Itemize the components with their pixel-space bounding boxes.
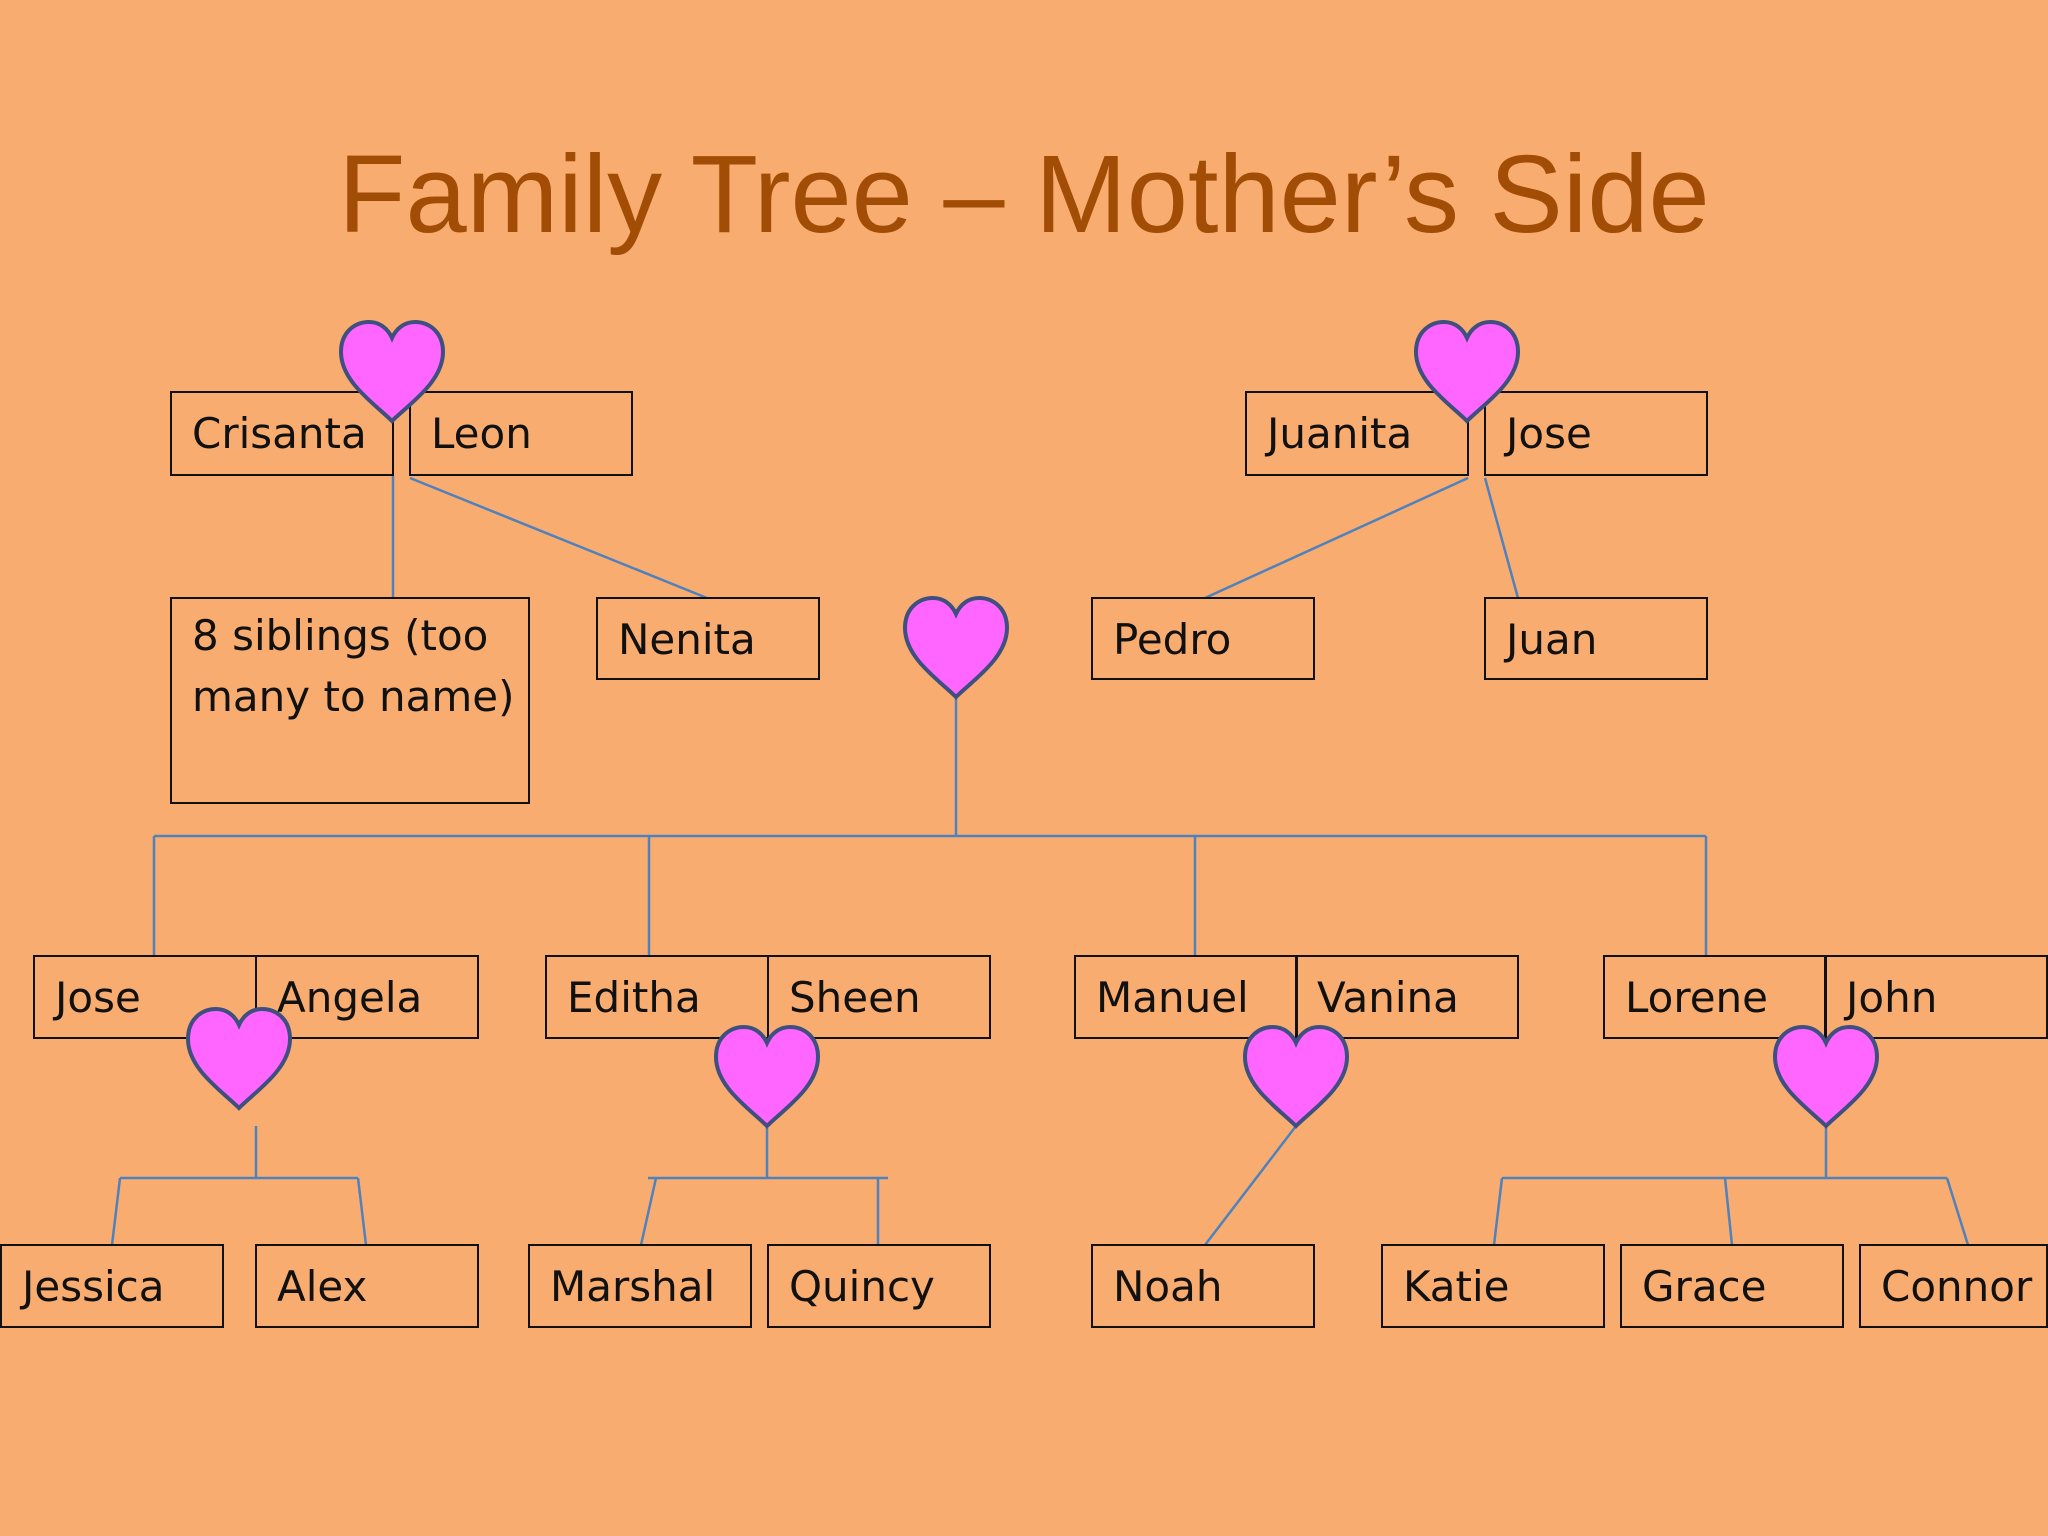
heart-icon [1241,1023,1351,1133]
person-box-juanita: Juanita [1245,391,1469,476]
person-box-siblings: 8 siblings (too many to name) [170,597,530,804]
person-box-lorene: Lorene [1603,955,1827,1039]
person-box-vanina: Vanina [1295,955,1519,1039]
person-box-juan: Juan [1484,597,1708,680]
person-box-quincy: Quincy [767,1244,991,1328]
person-box-grace: Grace [1620,1244,1844,1328]
heart-icon [1412,318,1522,428]
heart-icon [901,594,1011,704]
heart-icon [1771,1023,1881,1133]
person-box-marshal: Marshal [528,1244,752,1328]
person-box-alex: Alex [255,1244,479,1328]
person-box-crisanta: Crisanta [170,391,394,476]
person-box-john: John [1824,955,2048,1039]
heart-icon [712,1023,822,1133]
person-box-connor: Connor [1859,1244,2048,1328]
person-box-angela: Angela [255,955,479,1039]
person-box-manuel: Manuel [1074,955,1298,1039]
person-box-jose-grandfather: Jose [1484,391,1708,476]
person-box-jessica: Jessica [0,1244,224,1328]
slide-title: Family Tree – Mother’s Side [338,133,1710,256]
person-box-nenita: Nenita [596,597,820,680]
person-box-noah: Noah [1091,1244,1315,1328]
heart-icon [184,1005,294,1115]
person-box-sheen: Sheen [767,955,991,1039]
person-box-pedro: Pedro [1091,597,1315,680]
person-box-katie: Katie [1381,1244,1605,1328]
heart-icon [337,318,447,428]
person-box-leon: Leon [409,391,633,476]
